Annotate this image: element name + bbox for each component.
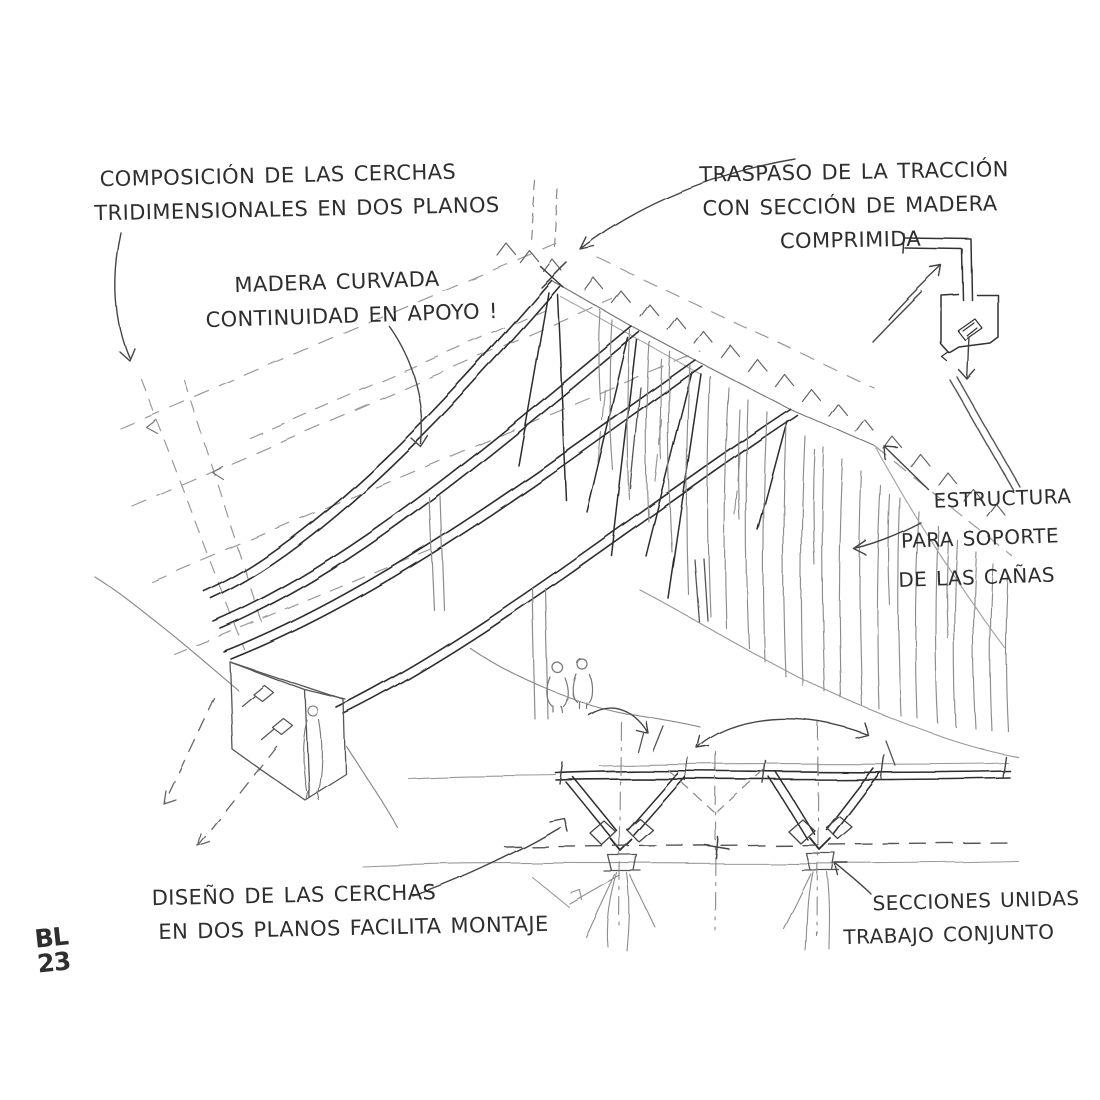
support-block bbox=[163, 661, 347, 847]
rotation-arc-right bbox=[696, 718, 869, 749]
center-axes bbox=[618, 721, 819, 937]
load-down-arrow bbox=[958, 336, 976, 380]
block-figure bbox=[302, 705, 323, 801]
wedge-connector bbox=[941, 318, 983, 362]
note-line: TRABAJO CONJUNTO bbox=[843, 919, 1055, 950]
socket-block bbox=[940, 293, 999, 354]
canas-screen-lines bbox=[597, 309, 1020, 758]
note-line: DE LAS CAÑAS bbox=[897, 562, 1056, 592]
note-line: TRASPASO DE LA TRACCIÓN bbox=[699, 157, 1009, 187]
note-composicion: COMPOSICIÓN DE LAS CERCHAS TRIDIMENSIONA… bbox=[94, 154, 500, 230]
leader-secciones bbox=[834, 862, 873, 896]
human-figures bbox=[547, 658, 593, 714]
note-line: SECCIONES UNIDAS bbox=[872, 885, 1080, 916]
leader-diseno bbox=[412, 817, 568, 897]
note-line: COMPRIMIDA bbox=[779, 226, 922, 254]
ridge-hatching bbox=[496, 242, 1007, 518]
tension-detail-sketch bbox=[871, 233, 999, 380]
block-arrow-glyphs bbox=[241, 684, 293, 740]
leader-composicion bbox=[114, 232, 135, 361]
support-feet bbox=[603, 852, 840, 872]
bent-bar bbox=[902, 233, 973, 301]
node-diamonds bbox=[589, 815, 853, 846]
leader-arrows bbox=[114, 158, 929, 908]
leader-traspaso bbox=[579, 158, 796, 250]
deck-ticks bbox=[559, 754, 1007, 785]
node-level-line bbox=[504, 842, 1013, 848]
canas-lower-edge bbox=[639, 589, 1019, 758]
foundation-roots bbox=[569, 871, 831, 952]
truss-posts bbox=[428, 495, 550, 721]
leader-estructura-1 bbox=[884, 446, 929, 490]
note-traspaso: TRASPASO DE LA TRACCIÓN CON SECCIÓN DE M… bbox=[699, 152, 1009, 259]
leader-estructura-2 bbox=[853, 522, 922, 556]
v-support-legs bbox=[565, 767, 881, 840]
note-estructura: ESTRUCTURA PARA SOPORTE DE LAS CAÑAS bbox=[891, 477, 1075, 600]
leader-continuidad bbox=[388, 325, 429, 448]
note-line: CON SECCIÓN DE MADERA bbox=[702, 191, 998, 221]
perspective-guide-lines bbox=[119, 242, 875, 656]
block-direction-arrows bbox=[163, 697, 277, 847]
rotation-arc-left bbox=[587, 706, 649, 734]
right-eave-strokes bbox=[949, 376, 1020, 491]
truss-beams bbox=[204, 279, 798, 721]
signature-year: 23 bbox=[35, 946, 72, 979]
section-deck-beam bbox=[555, 770, 1011, 781]
node-vees bbox=[610, 836, 831, 852]
note-line: PARA SOPORTE bbox=[900, 523, 1060, 553]
note-line: ESTRUCTURA bbox=[933, 483, 1072, 513]
note-madera-curvada: MADERA CURVADA CONTINUIDAD EN APOYO ! bbox=[204, 261, 498, 337]
compression-arrow bbox=[871, 264, 942, 342]
section-sketch bbox=[504, 706, 1013, 952]
note-secciones: SECCIONES UNIDAS TRABAJO CONJUNTO bbox=[842, 882, 1081, 954]
terrain-lines bbox=[94, 576, 1019, 867]
note-diseno: DISEÑO DE LAS CERCHAS EN DOS PLANOS FACI… bbox=[151, 873, 549, 949]
artist-signature: BL 23 bbox=[33, 921, 72, 979]
